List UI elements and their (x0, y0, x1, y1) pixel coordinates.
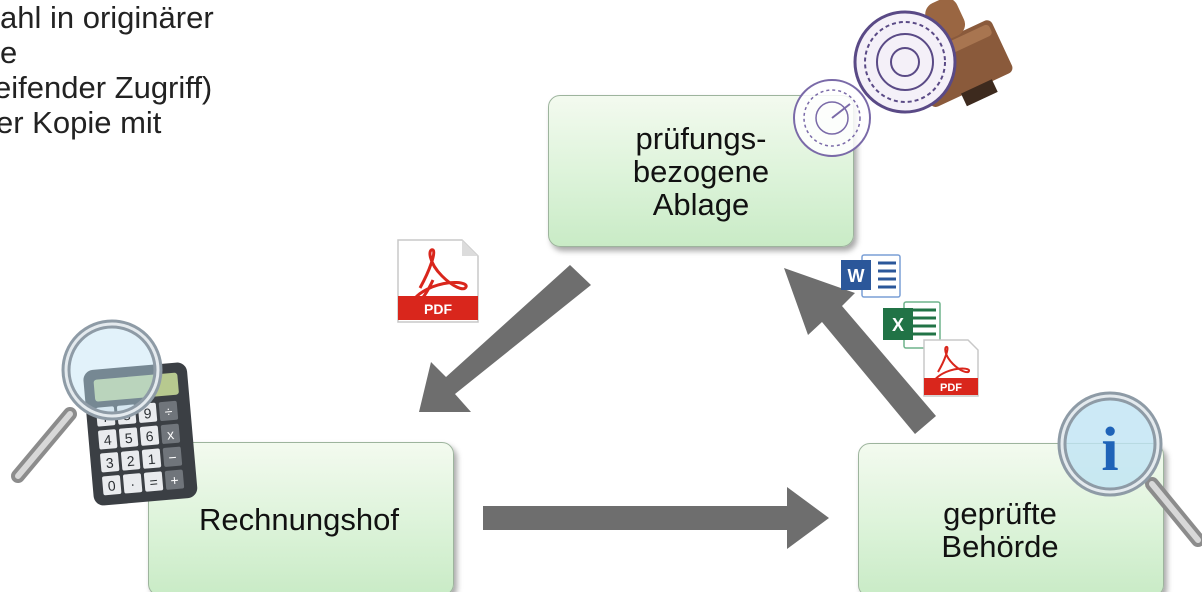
calculator-key (141, 448, 162, 469)
pdf-label: PDF (424, 301, 452, 317)
calculator-key (120, 450, 141, 471)
calculator-key (158, 400, 179, 422)
calculator-key-label: 2 (126, 453, 135, 470)
calculator-key (143, 471, 164, 492)
rechnungshof-box-label: Rechnungshof (199, 501, 399, 537)
intro-line-2: e (0, 35, 18, 70)
calculator-key-label: 0 (107, 477, 116, 494)
calculator-key-label: · (130, 476, 136, 492)
intro-line-3: eifender Zugriff) (0, 70, 213, 105)
calculator-key (102, 475, 122, 496)
word-letter: W (848, 266, 865, 286)
ablage-box-label: prüfungs- bezogene Ablage (632, 120, 770, 222)
arrow-rechnungshof-to-behoerde (483, 487, 829, 549)
arrow-ablage-to-rechnungshof (419, 265, 591, 412)
calculator-key-label: 5 (124, 430, 133, 447)
small-pdf-label: PDF (940, 382, 962, 394)
info-magnifier-icon: i (1057, 391, 1202, 547)
word-document-icon: W (841, 254, 901, 298)
calculator-key-label: + (170, 472, 180, 489)
calculator-key (118, 427, 139, 448)
calculator-key-label: 3 (105, 454, 114, 471)
intro-line-4: er Kopie mit (0, 105, 162, 140)
calculator-key-label: ÷ (164, 403, 173, 420)
excel-document-icon: X (883, 301, 941, 349)
calculator-key (139, 425, 160, 446)
info-letter: i (1101, 416, 1118, 484)
calculator-key-label: 1 (147, 451, 156, 468)
calculator-key-label: x (166, 426, 174, 443)
behoerde-box-label: geprüfte Behörde (941, 496, 1059, 564)
calculator-key (100, 452, 120, 473)
ablage-box: prüfungs- bezogene Ablage (548, 95, 854, 247)
intro-text: ahl in originärer e eifender Zugriff) er… (0, 0, 214, 140)
calculator-key-label: = (149, 474, 159, 491)
arrow-behoerde-to-ablage (784, 268, 936, 434)
rechnungshof-box: Rechnungshof (148, 442, 454, 592)
excel-letter: X (892, 315, 904, 335)
calculator-key (160, 423, 181, 444)
calculator-key (122, 473, 143, 494)
calculator-key (98, 429, 118, 450)
pdf-document-icon: PDF (397, 239, 479, 323)
calculator-key (164, 469, 185, 490)
small-pdf-icon: PDF (923, 339, 979, 397)
calculator-key-label: − (168, 449, 178, 466)
intro-line-1: ahl in originärer (0, 0, 214, 35)
calculator-key (162, 446, 183, 467)
stamp-icon (793, 0, 1013, 157)
calculator-key-label: 9 (143, 405, 152, 422)
calculator-key-label: 4 (103, 432, 112, 449)
calculator-key-label: 6 (145, 428, 154, 445)
